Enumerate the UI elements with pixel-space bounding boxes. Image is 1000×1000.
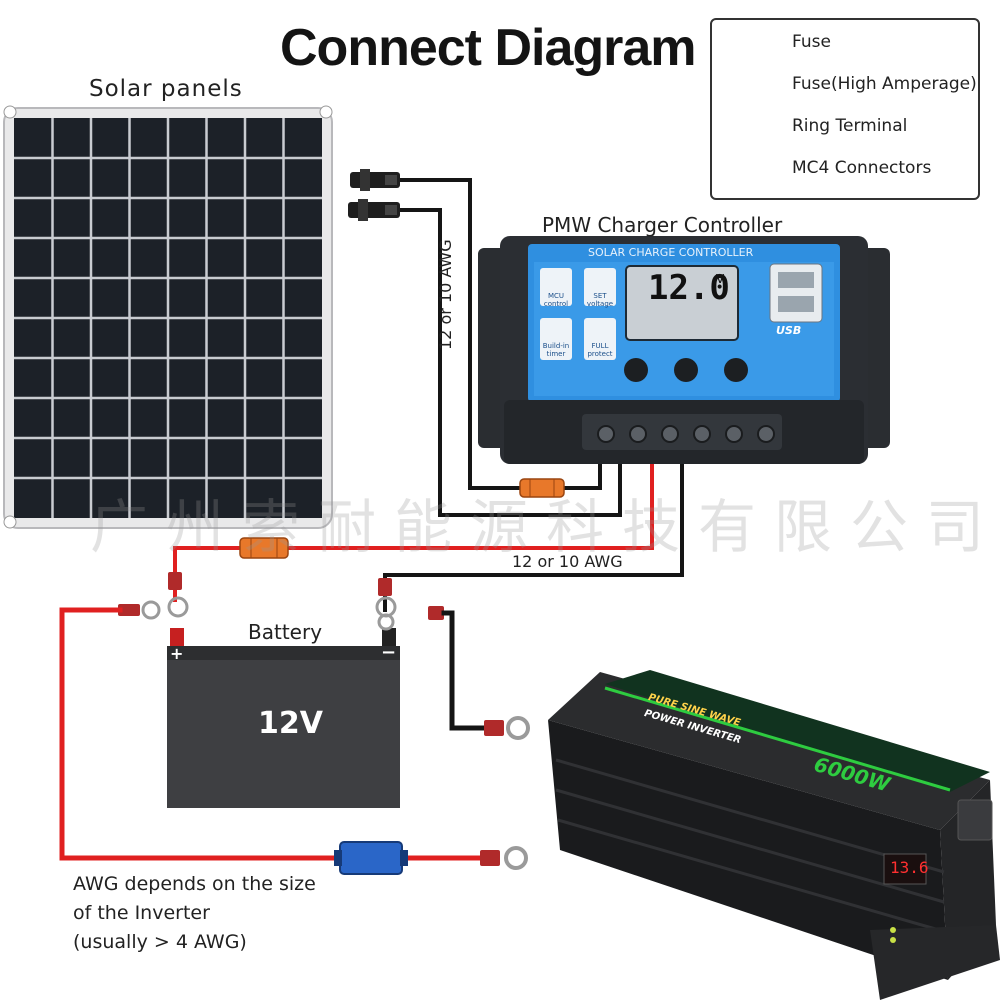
ring-terminals-inverter	[480, 716, 530, 870]
battery-label: Battery	[248, 620, 323, 644]
solar-fuse	[519, 478, 565, 498]
usb-label: USB	[776, 324, 802, 337]
charger-title: PMW Charger Controller	[542, 213, 783, 237]
lcd-voltage-value: 12.0	[648, 268, 730, 308]
full-protect-button: FULL protect	[587, 342, 613, 358]
legend-label-high-amp-fuse: Fuse(High Amperage)	[792, 74, 977, 94]
inverter-display: 13.6	[890, 858, 929, 877]
high-amp-fuse	[334, 841, 408, 875]
legend-label-ring-terminal: Ring Terminal	[792, 116, 908, 136]
legend-box: Fuse Fuse(High Amperage) Ring Terminal M…	[710, 18, 980, 200]
mc4-connector-top	[350, 169, 400, 191]
watermark: 广州索耐能源科技有限公司	[90, 493, 1000, 561]
inverter-wires	[59, 607, 487, 861]
battery-voltage-label: 12V	[258, 706, 323, 741]
awg-note-line3: (usually > 4 AWG)	[73, 931, 247, 953]
awg-note: AWG depends on the size of the Inverter …	[73, 870, 316, 957]
wire-gauge-label-vertical: 12 or 10 AWG	[436, 239, 455, 350]
solar-panel	[3, 105, 333, 529]
mc4-connector-bottom	[348, 199, 400, 221]
charge-controller	[478, 236, 890, 464]
diagram-title: Connect Diagram	[280, 19, 697, 77]
awg-note-line2: of the Inverter	[73, 902, 210, 924]
build-in-timer-button: Build-in timer	[542, 342, 570, 358]
lcd-voltage-unit: V	[716, 272, 725, 286]
solar-panels-label: Solar panels	[89, 76, 243, 102]
legend-label-fuse: Fuse	[792, 32, 831, 52]
solar-wires	[398, 178, 622, 517]
battery	[167, 628, 400, 808]
mcu-control-button: MCU control	[543, 292, 569, 308]
controller-header-label: SOLAR CHARGE CONTROLLER	[588, 246, 754, 259]
set-voltage-button: SET voltage	[586, 292, 614, 308]
battery-fuse	[239, 537, 289, 559]
ring-terminals-battery	[141, 596, 397, 631]
battery-negative-terminal: −	[381, 642, 397, 663]
legend-label-mc4: MC4 Connectors	[792, 158, 932, 178]
power-inverter	[548, 670, 1000, 1000]
awg-note-line1: AWG depends on the size	[73, 873, 316, 895]
battery-positive-terminal: +	[170, 644, 184, 663]
wire-gauge-label-horizontal: 12 or 10 AWG	[512, 552, 623, 571]
